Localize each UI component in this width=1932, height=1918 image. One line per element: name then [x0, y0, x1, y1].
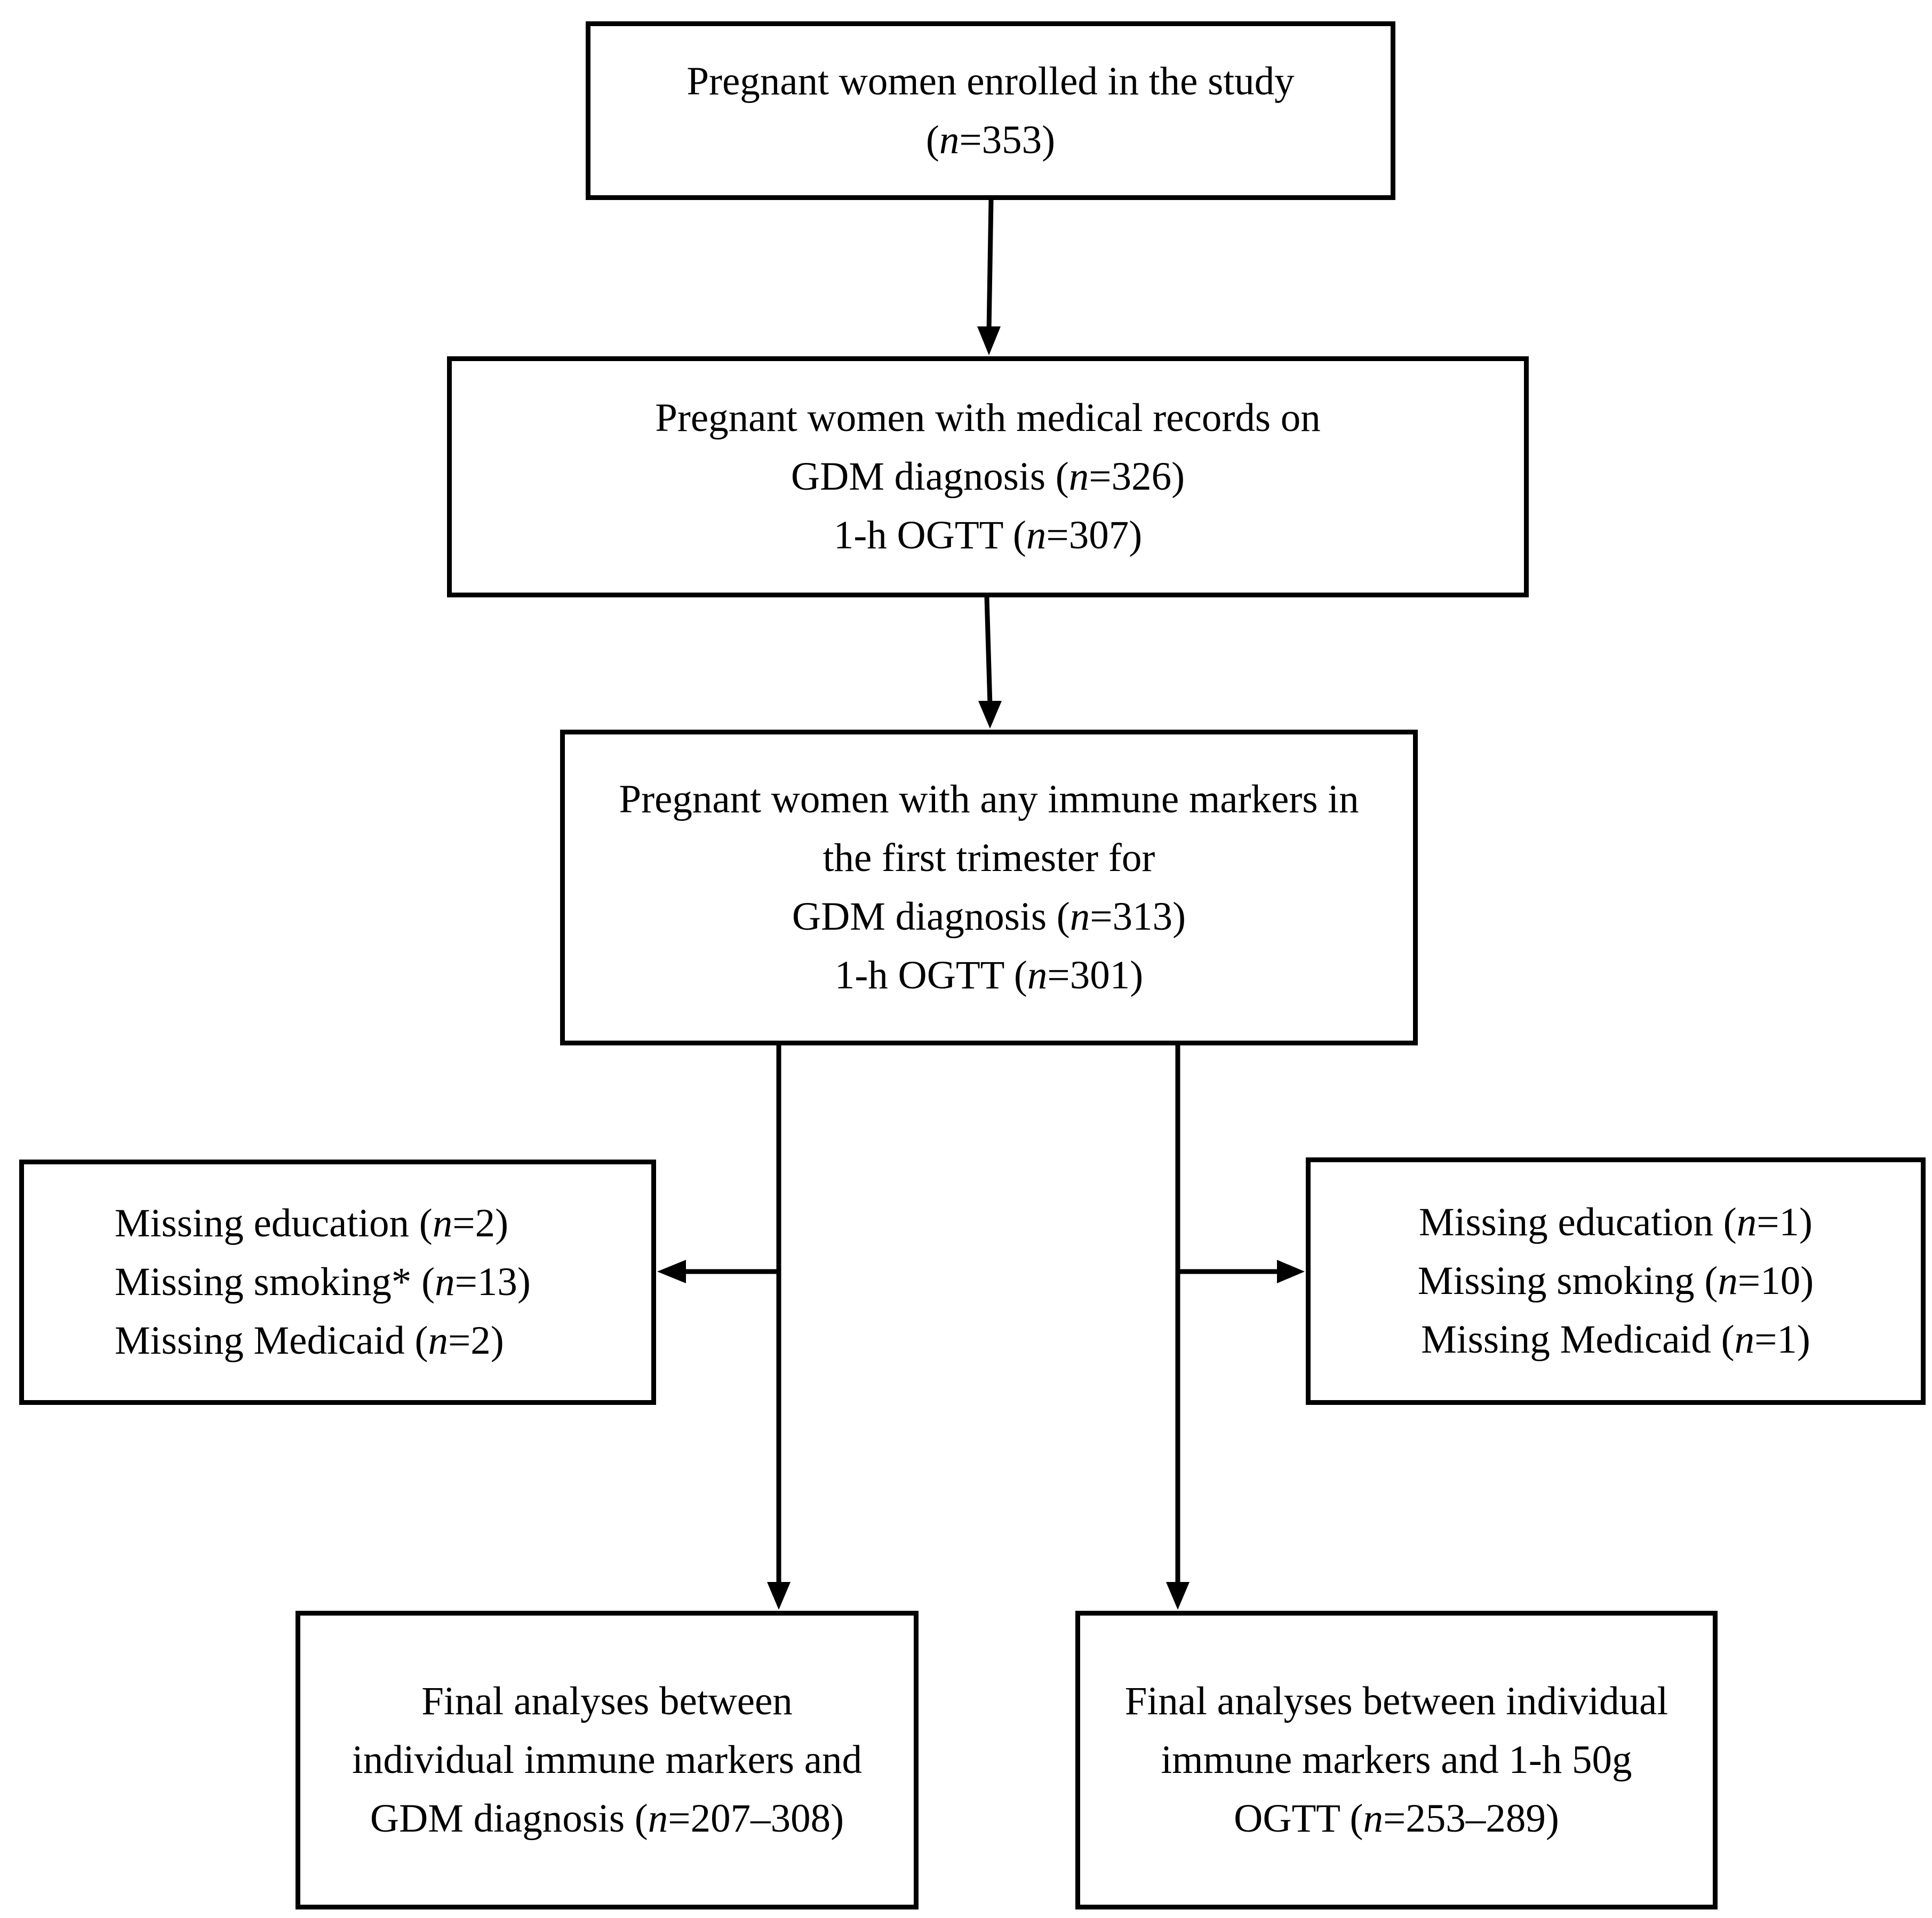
missing-left-line-2: Missing smoking* (n=13)	[115, 1260, 531, 1304]
missing-left-line-1: Missing education (n=2)	[115, 1201, 509, 1245]
immune-markers-line-2: the first trimester for	[823, 836, 1155, 880]
enrolled-box: Pregnant women enrolled in the study (n=…	[586, 21, 1395, 200]
missing-right-line-2: Missing smoking (n=10)	[1417, 1259, 1814, 1303]
arrowhead-enrolled-to-records	[977, 326, 1001, 355]
arrowhead-left-final	[767, 1582, 791, 1610]
missing-left-box: Missing education (n=2) Missing smoking*…	[19, 1160, 656, 1405]
final-gdm-line-3: GDM diagnosis (n=207–308)	[370, 1796, 844, 1841]
arrowhead-right-final	[1166, 1582, 1189, 1610]
missing-left-line-3: Missing Medicaid (n=2)	[115, 1318, 504, 1363]
final-ogtt-line-1: Final analyses between individual	[1124, 1679, 1668, 1723]
immune-markers-box: Pregnant women with any immune markers i…	[560, 730, 1418, 1045]
final-ogtt-box: Final analyses between individual immune…	[1075, 1611, 1718, 1909]
enrolled-line-2: (n=353)	[925, 117, 1056, 162]
medical-records-line-2: GDM diagnosis (n=326)	[791, 454, 1185, 499]
medical-records-box: Pregnant women with medical records on G…	[447, 356, 1529, 597]
missing-right-line-1: Missing education (n=1)	[1418, 1200, 1813, 1244]
missing-right-line-3: Missing Medicaid (n=1)	[1421, 1317, 1810, 1362]
final-ogtt-line-3: OGTT (n=253–289)	[1234, 1796, 1559, 1841]
missing-right-box: Missing education (n=1) Missing smoking …	[1306, 1157, 1926, 1405]
final-ogtt-line-2: immune markers and 1-h 50g	[1161, 1738, 1632, 1782]
final-gdm-line-2: individual immune markers and	[352, 1738, 863, 1782]
arrow-records-to-immune	[984, 597, 993, 706]
immune-markers-line-4: 1-h OGTT (n=301)	[834, 953, 1144, 997]
medical-records-line-3: 1-h OGTT (n=307)	[833, 513, 1143, 557]
final-gdm-line-1: Final analyses between	[421, 1679, 793, 1723]
final-gdm-box: Final analyses between individual immune…	[296, 1611, 919, 1909]
enrolled-line-1: Pregnant women enrolled in the study	[686, 59, 1295, 103]
medical-records-line-1: Pregnant women with medical records on	[655, 396, 1321, 440]
arrowhead-records-to-immune	[978, 701, 1002, 729]
arrow-enrolled-to-records	[986, 199, 994, 331]
arrowhead-left-missing	[657, 1260, 686, 1283]
immune-markers-line-1: Pregnant women with any immune markers i…	[619, 777, 1359, 821]
arrowhead-right-missing	[1277, 1260, 1305, 1283]
immune-markers-line-3: GDM diagnosis (n=313)	[792, 894, 1186, 939]
